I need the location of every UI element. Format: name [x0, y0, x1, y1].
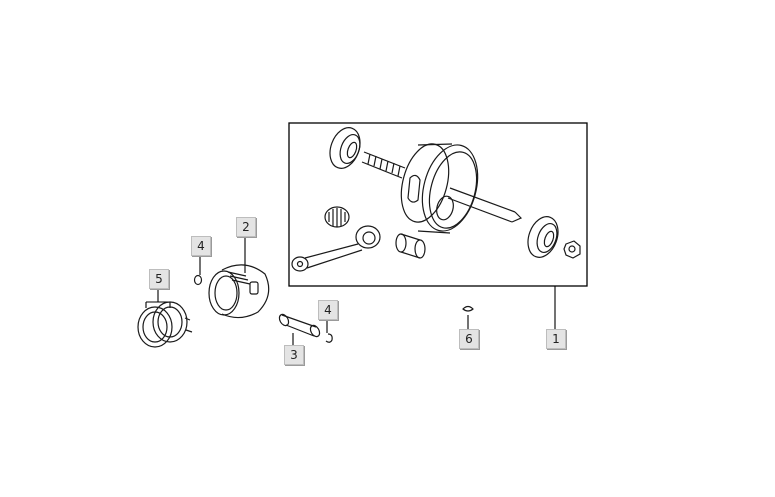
crank-pin-drawing — [395, 233, 426, 259]
right-bearing-drawing — [527, 216, 559, 258]
callout-4-clip-lower[interactable]: 4 — [318, 300, 338, 320]
callout-2-piston[interactable]: 2 — [236, 217, 256, 237]
connecting-rod-drawing — [291, 225, 381, 272]
callout-1-crankshaft[interactable]: 1 — [546, 329, 566, 349]
woodruff-key-drawing — [462, 305, 474, 312]
clip-drawing-lower — [325, 333, 333, 343]
callout-4-clip-upper[interactable]: 4 — [191, 236, 211, 256]
callout-3-piston-pin[interactable]: 3 — [284, 345, 304, 365]
left-shaft-drawing — [361, 151, 406, 179]
piston-pin-drawing — [278, 313, 321, 338]
callout-5-piston-rings[interactable]: 5 — [149, 269, 169, 289]
piston-rings-drawing — [137, 301, 193, 348]
needle-bearing-drawing — [324, 206, 350, 228]
nut-drawing — [563, 240, 581, 259]
left-bearing-drawing — [329, 127, 361, 169]
callout-6-woodruff-key[interactable]: 6 — [459, 329, 479, 349]
right-shaft-drawing — [447, 187, 523, 223]
flywheel-drawing — [400, 143, 479, 234]
piston-drawing — [208, 264, 270, 319]
clip-drawing-upper — [193, 274, 203, 286]
crankshaft-frame — [288, 122, 588, 287]
